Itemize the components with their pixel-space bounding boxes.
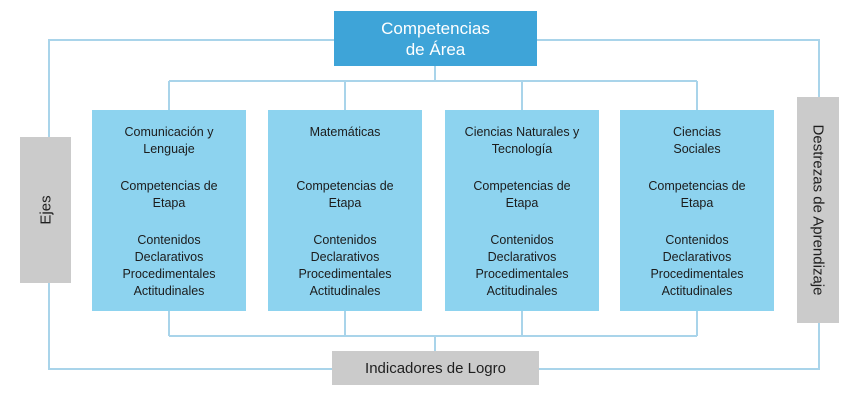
axes-box: Ejes bbox=[20, 137, 71, 283]
card-content-line: Contenidos bbox=[490, 233, 554, 247]
card-stage-line: Competencias de bbox=[473, 179, 571, 193]
card-stage-competencies: Competencias de Etapa bbox=[445, 178, 599, 212]
card-contents: Contenidos Declarativos Procedimentales … bbox=[268, 232, 422, 300]
card-content-line: Contenidos bbox=[313, 233, 377, 247]
card-stage-line: Competencias de bbox=[120, 179, 218, 193]
axes-label: Ejes bbox=[37, 195, 54, 225]
card-content-line: Contenidos bbox=[137, 233, 201, 247]
card-stage-competencies: Competencias de Etapa bbox=[92, 178, 246, 212]
card-stage-line: Etapa bbox=[505, 196, 539, 210]
achievement-indicators-box: Indicadores de Logro bbox=[332, 351, 539, 385]
card-title-line: Ciencias Naturales y bbox=[464, 125, 580, 139]
area-competencies-line-2: de Área bbox=[405, 39, 466, 59]
card-stage-line: Competencias de bbox=[648, 179, 746, 193]
card-title-line: Ciencias bbox=[673, 125, 721, 139]
card-content-line: Contenidos bbox=[665, 233, 729, 247]
card-content-line: Actitudinales bbox=[133, 284, 205, 298]
card-title-line: Comunicación y bbox=[124, 125, 214, 139]
card-stage-line: Competencias de bbox=[296, 179, 394, 193]
card-communication-language: Comunicación y Lenguaje Competencias de … bbox=[92, 110, 246, 311]
card-title-line: Tecnología bbox=[491, 142, 553, 156]
card-title-line: Sociales bbox=[673, 142, 721, 156]
card-natural-sciences-technology: Ciencias Naturales y Tecnología Competen… bbox=[445, 110, 599, 311]
learning-skills-box: Destrezas de Aprendizaje bbox=[797, 97, 839, 323]
card-content-line: Procedimentales bbox=[475, 267, 569, 281]
card-content-line: Procedimentales bbox=[650, 267, 744, 281]
card-stage-line: Etapa bbox=[328, 196, 362, 210]
card-stage-line: Etapa bbox=[152, 196, 186, 210]
achievement-indicators-label: Indicadores de Logro bbox=[365, 359, 506, 377]
card-contents: Contenidos Declarativos Procedimentales … bbox=[445, 232, 599, 300]
card-mathematics: Matemáticas Competencias de Etapa Conten… bbox=[268, 110, 422, 311]
card-contents: Contenidos Declarativos Procedimentales … bbox=[92, 232, 246, 300]
learning-skills-label: Destrezas de Aprendizaje bbox=[809, 124, 827, 296]
card-title: Matemáticas bbox=[268, 124, 422, 158]
card-content-line: Procedimentales bbox=[122, 267, 216, 281]
card-content-line: Actitudinales bbox=[661, 284, 733, 298]
card-content-line: Actitudinales bbox=[309, 284, 381, 298]
card-stage-competencies: Competencias de Etapa bbox=[268, 178, 422, 212]
card-content-line: Declarativos bbox=[310, 250, 380, 264]
card-title: Comunicación y Lenguaje bbox=[92, 124, 246, 158]
card-title-line: Matemáticas bbox=[309, 125, 381, 139]
area-competencies-line-1: Competencias bbox=[381, 18, 490, 38]
area-competencies-box: Competencias de Área bbox=[334, 11, 537, 66]
card-content-line: Procedimentales bbox=[298, 267, 392, 281]
card-title-line: Lenguaje bbox=[143, 142, 195, 156]
card-content-line: Declarativos bbox=[487, 250, 557, 264]
card-content-line: Actitudinales bbox=[486, 284, 558, 298]
card-contents: Contenidos Declarativos Procedimentales … bbox=[620, 232, 774, 300]
card-stage-competencies: Competencias de Etapa bbox=[620, 178, 774, 212]
card-content-line: Declarativos bbox=[134, 250, 204, 264]
card-stage-line: Etapa bbox=[680, 196, 714, 210]
card-content-line: Declarativos bbox=[662, 250, 732, 264]
card-title: Ciencias Sociales bbox=[620, 124, 774, 158]
card-title: Ciencias Naturales y Tecnología bbox=[445, 124, 599, 158]
card-social-sciences: Ciencias Sociales Competencias de Etapa … bbox=[620, 110, 774, 311]
